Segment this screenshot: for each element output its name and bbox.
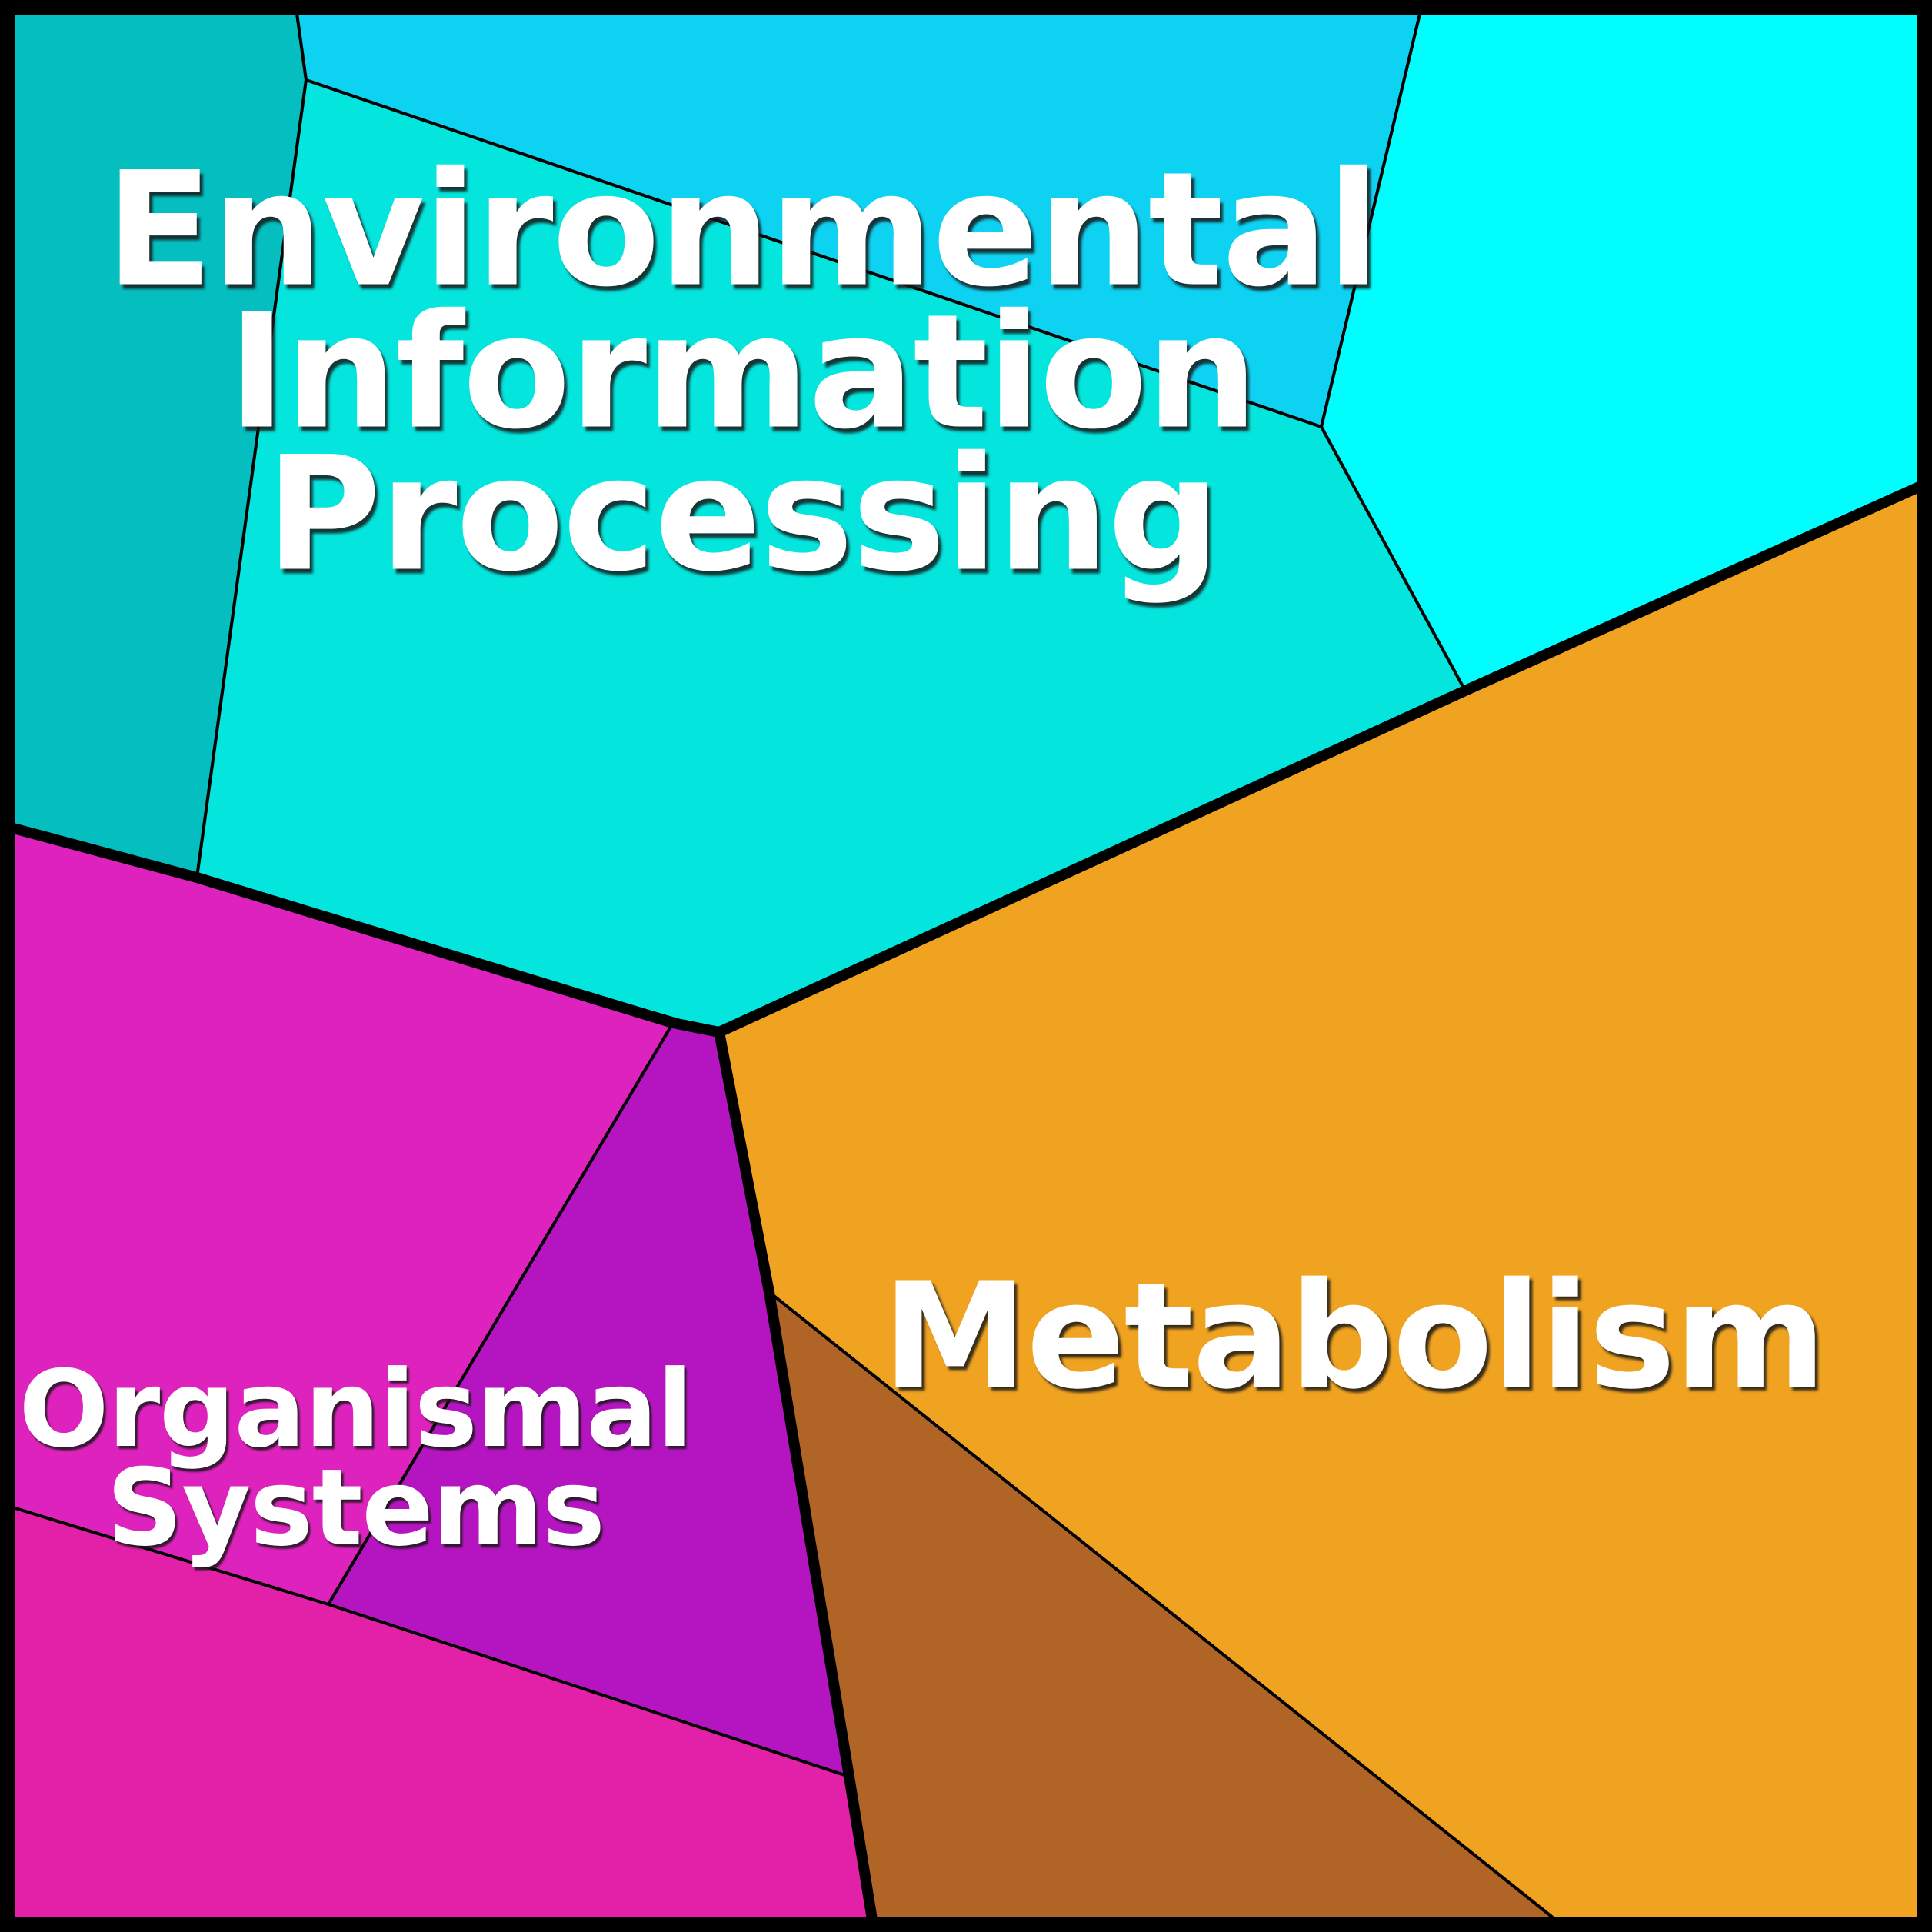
- boundary-env-organismal: [6, 821, 721, 1038]
- boundary-env-metabolism: [717, 479, 1927, 1038]
- boundary-organismal-metabolism: [714, 1031, 878, 1926]
- cells-layer: [6, 6, 1926, 1926]
- group-boundaries-layer: [6, 479, 1927, 1926]
